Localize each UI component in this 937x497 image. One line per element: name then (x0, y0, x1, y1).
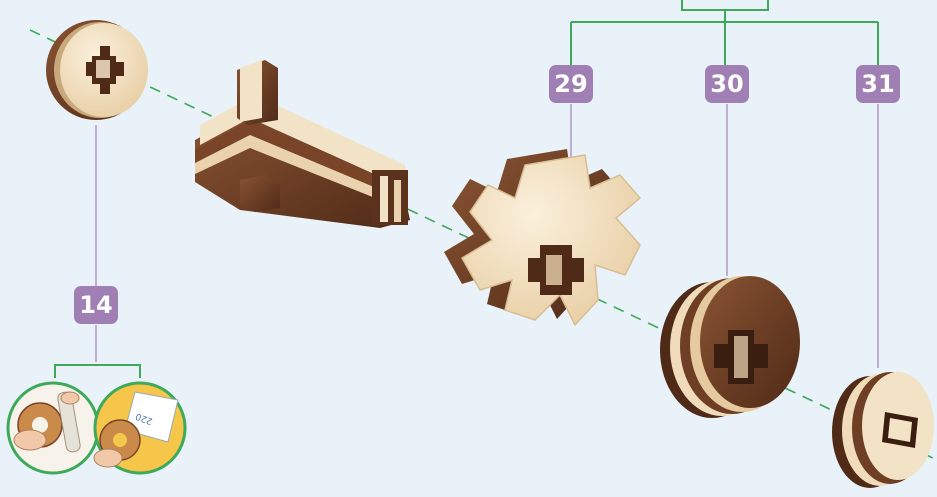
detail-bracket (55, 365, 140, 378)
small-disc-part (832, 372, 934, 488)
detail-circle-sandpaper: 220 (94, 383, 185, 473)
gear-part (444, 149, 640, 325)
part-number-badge-30: 30 (705, 65, 749, 103)
group-bracket-top (571, 0, 878, 65)
part-number-badge-31: 31 (856, 65, 900, 103)
shaft-part (195, 60, 410, 228)
part-number-badge-29: 29 (549, 65, 593, 103)
detail-circle-sanding (8, 383, 98, 473)
small-ring-part (46, 20, 148, 120)
part-number-badge-14: 14 (74, 286, 118, 324)
disc-part (660, 276, 800, 418)
